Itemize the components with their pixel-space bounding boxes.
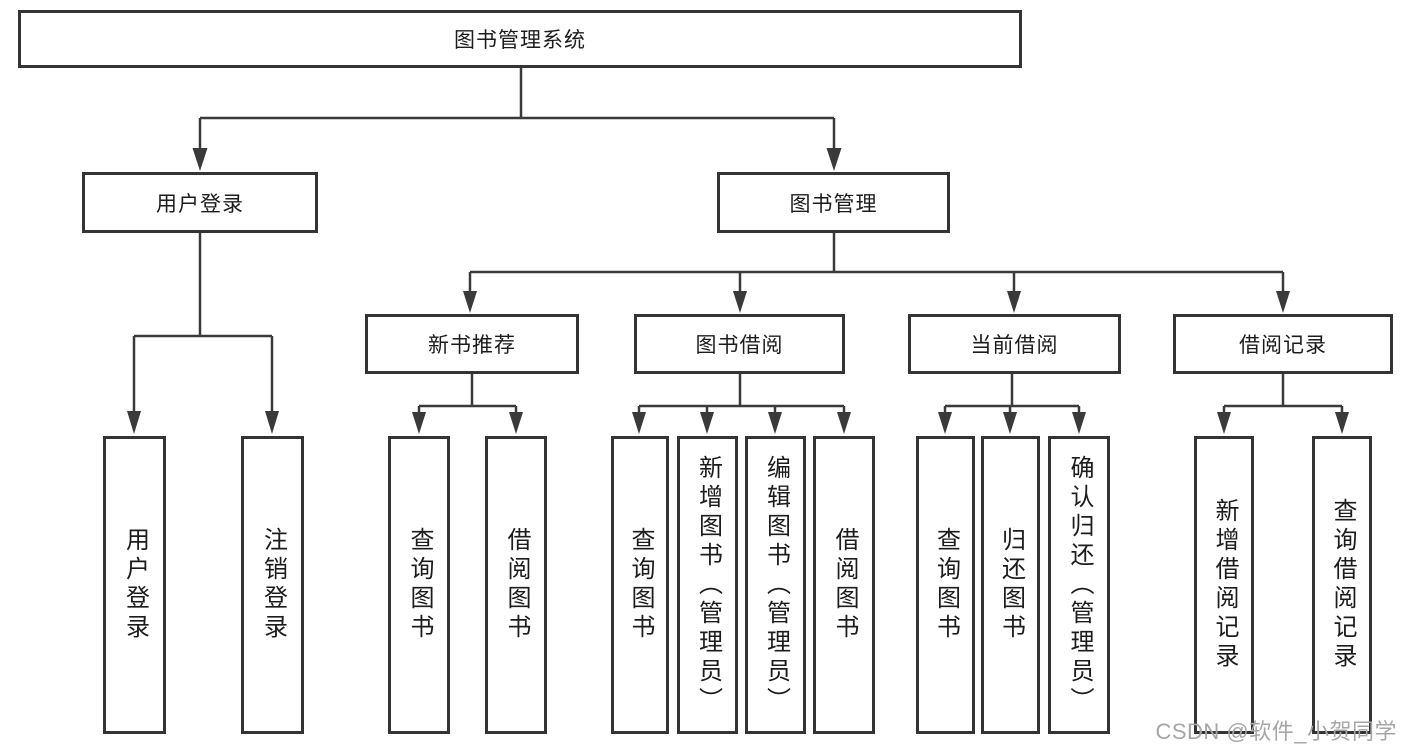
leaf-query-books-borrow: 查询图书 xyxy=(611,436,669,734)
node-current-borrowing: 当前借阅 xyxy=(908,314,1121,374)
watermark: CSDN @软件_小贺同学 xyxy=(1155,719,1397,744)
leaf-query-books-current: 查询图书 xyxy=(916,436,975,734)
leaf-logout: 注销登录 xyxy=(241,436,304,734)
leaf-borrow-books: 借阅图书 xyxy=(813,436,875,734)
leaf-borrow-books-recommend: 借阅图书 xyxy=(485,436,547,734)
leaf-add-book-admin: 新增图书（管理员） xyxy=(677,436,738,734)
leaf-edit-book-admin: 编辑图书（管理员） xyxy=(745,436,806,734)
leaf-confirm-return-admin: 确认归还（管理员） xyxy=(1048,436,1110,734)
node-user-login: 用户登录 xyxy=(82,172,318,233)
node-root: 图书管理系统 xyxy=(18,10,1022,68)
node-book-borrowing: 图书借阅 xyxy=(634,314,845,374)
leaf-add-borrow-record: 新增借阅记录 xyxy=(1194,436,1254,734)
leaf-user-login: 用户登录 xyxy=(103,436,166,734)
node-book-management: 图书管理 xyxy=(717,172,950,233)
leaf-return-books: 归还图书 xyxy=(981,436,1040,734)
leaf-query-borrow-record: 查询借阅记录 xyxy=(1312,436,1372,734)
leaf-query-books-recommend: 查询图书 xyxy=(388,436,450,734)
node-borrowing-records: 借阅记录 xyxy=(1173,314,1393,374)
node-new-book-recommend: 新书推荐 xyxy=(365,314,579,374)
